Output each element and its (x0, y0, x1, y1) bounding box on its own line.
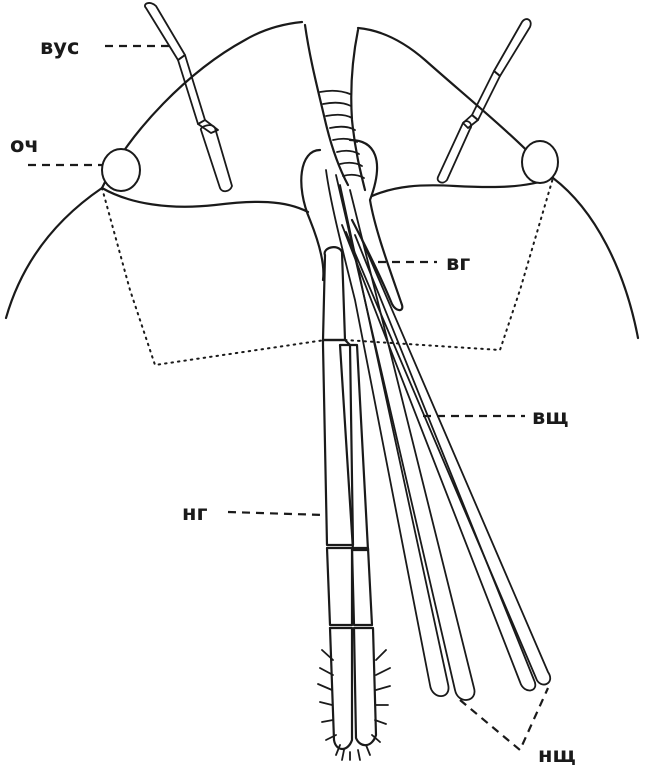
leader-lower-lip (227, 510, 326, 517)
label-lower-jaw-bristles: нщ (538, 743, 576, 767)
right-eye (521, 140, 559, 184)
collar-line-left (100, 186, 310, 214)
left-eye (101, 148, 141, 192)
label-upper-jaw-bristles: вщ (532, 405, 569, 429)
body-outline-left (4, 186, 104, 320)
rostrum-upper (303, 23, 367, 192)
body-outline-right (551, 176, 640, 340)
label-antenna: вус (40, 35, 79, 59)
label-lower-lip: нг (182, 501, 208, 525)
labrum-sheath (300, 138, 404, 312)
label-upper-lip: вг (446, 251, 470, 275)
right-antenna (436, 18, 532, 184)
label-eye: оч (10, 133, 39, 157)
collar-line-right (370, 176, 555, 198)
stylets (325, 169, 551, 701)
labium (317, 246, 391, 761)
dotted-segment (101, 177, 554, 367)
left-antenna (144, 2, 233, 193)
